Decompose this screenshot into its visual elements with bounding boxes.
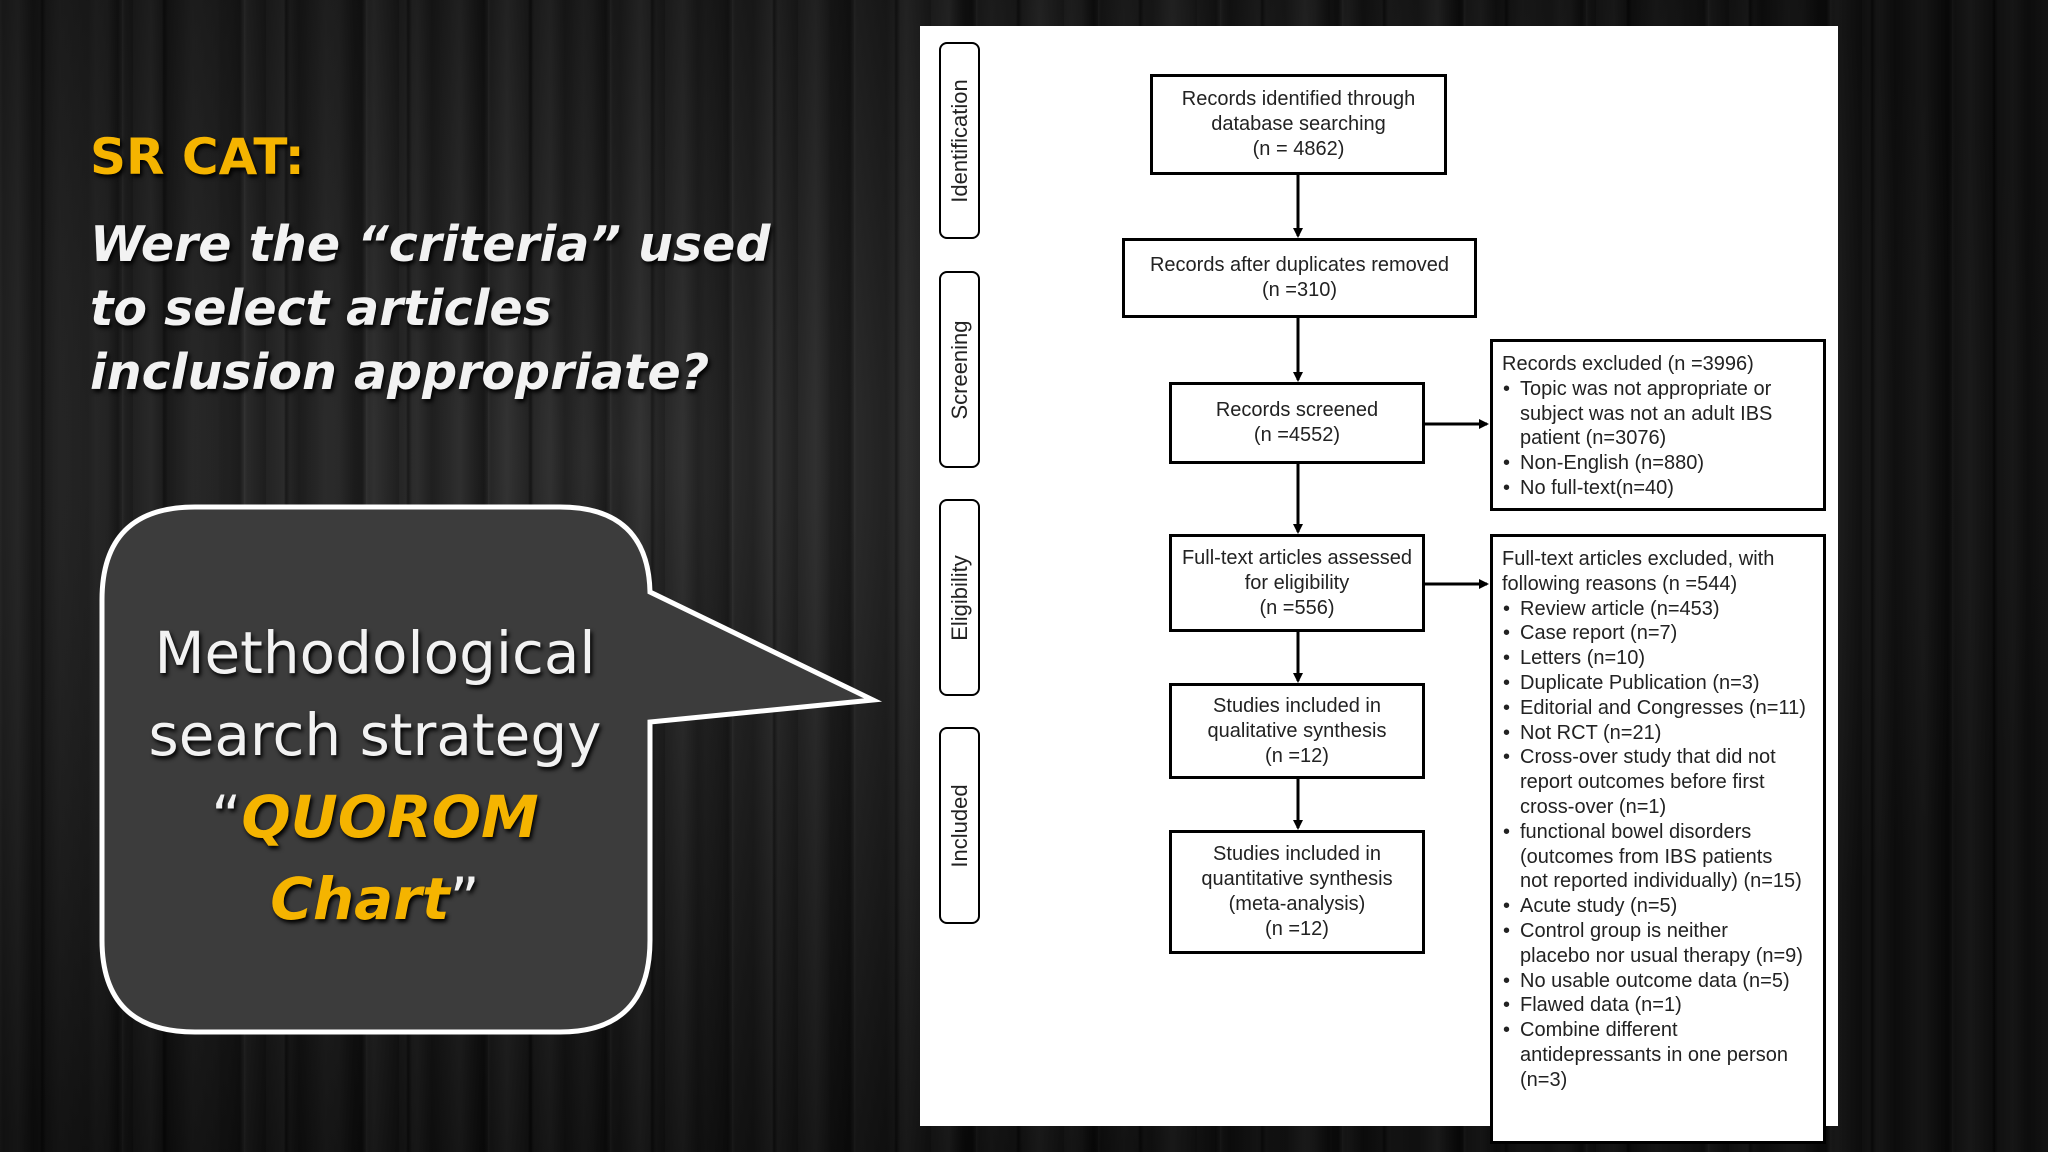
callout-close-quote: ” (449, 865, 480, 933)
callout-line-1: Methodological (154, 619, 596, 687)
box-quantitative-synthesis: Studies included in quantitative synthes… (1169, 830, 1425, 954)
box-line: qualitative synthesis (1207, 719, 1387, 742)
stage-label: Screening (946, 319, 972, 420)
box-records-identified: Records identified through database sear… (1150, 74, 1447, 175)
box-line: Studies included in (1213, 843, 1381, 865)
flowchart-arrows (1293, 174, 1489, 830)
excluded-records-list: Topic was not appropriate or subject was… (1502, 377, 1815, 501)
slide-question: Were the “criteria” used to select artic… (90, 216, 771, 401)
callout-highlight-2: Chart (270, 865, 450, 933)
list-item: No full-text(n=40) (1502, 476, 1815, 501)
callout-open-quote: “ (211, 783, 242, 851)
list-item: Letters (n=10) (1502, 646, 1815, 671)
box-line: (n =12) (1265, 918, 1329, 940)
box-line: quantitative synthesis (1201, 868, 1393, 890)
box-line: Studies included in (1213, 694, 1381, 717)
excluded-fulltext-list: Review article (n=453) Case report (n=7)… (1502, 597, 1815, 1093)
list-item: Flawed data (n=1) (1502, 993, 1815, 1018)
list-item: No usable outcome data (n=5) (1502, 969, 1815, 994)
box-line: (n =556) (1259, 596, 1335, 619)
box-after-duplicates: Records after duplicates removed (n =310… (1122, 238, 1477, 318)
fulltext-excluded-subtitle: following reasons (n =544) (1502, 572, 1738, 595)
stage-identification: Identification (939, 42, 980, 239)
list-item: Not RCT (n=21) (1502, 721, 1815, 746)
callout-shape (99, 504, 883, 1035)
fulltext-excluded-title: Full-text articles excluded, with (1502, 548, 1775, 570)
list-item: functional bowel disorders (outcomes fro… (1502, 820, 1815, 894)
list-item: Cross-over study that did not report out… (1502, 745, 1815, 819)
callout-line-2: search strategy (148, 701, 602, 769)
box-line: Full-text articles assessed (1181, 546, 1413, 569)
list-item: Case report (n=7) (1502, 621, 1815, 646)
box-line: Records identified through (1181, 88, 1416, 110)
box-line: (n =12) (1265, 744, 1329, 767)
list-item: Review article (n=453) (1502, 597, 1815, 622)
box-line: (meta-analysis) (1228, 893, 1366, 915)
box-line: database searching (1211, 113, 1386, 135)
callout-line-3: “QUOROM (110, 776, 640, 858)
callout-highlight-1: QUOROM (241, 783, 539, 851)
box-line: (n =310) (1261, 279, 1338, 301)
stage-screening: Screening (939, 271, 980, 468)
box-fulltext-assessed: Full-text articles assessed for eligibil… (1169, 534, 1425, 632)
box-line: for eligibility (1244, 571, 1350, 594)
box-fulltext-excluded: Full-text articles excluded, with follow… (1490, 534, 1826, 1144)
stage-included: Included (939, 727, 980, 924)
box-line: (n = 4862) (1252, 138, 1345, 160)
stage-label: Identification (946, 78, 972, 203)
excluded-title: Records excluded (n =3996) (1502, 353, 1754, 375)
list-item: Combine different antidepressants in one… (1502, 1018, 1815, 1092)
callout-text: Methodological search strategy “QUOROM C… (110, 612, 640, 940)
stage-label: Eligibility (946, 554, 972, 641)
list-item: Acute study (n=5) (1502, 894, 1815, 919)
list-item: Duplicate Publication (n=3) (1502, 671, 1815, 696)
list-item: Topic was not appropriate or subject was… (1502, 377, 1815, 451)
list-item: Control group is neither placebo nor usu… (1502, 919, 1815, 969)
list-item: Non-English (n=880) (1502, 451, 1815, 476)
box-line: (n =4552) (1253, 424, 1341, 446)
list-item: Editorial and Congresses (n=11) (1502, 696, 1815, 721)
flowchart-figure: Identification Screening Eligibility Inc… (920, 26, 1838, 1144)
box-line: Records screened (1215, 399, 1379, 421)
box-records-excluded: Records excluded (n =3996) Topic was not… (1490, 339, 1826, 511)
stage-label: Included (946, 783, 972, 868)
box-records-screened: Records screened (n =4552) (1169, 382, 1425, 464)
box-line: Records after duplicates removed (1149, 254, 1450, 276)
stage-eligibility: Eligibility (939, 499, 980, 696)
callout-line-4: Chart” (110, 858, 640, 940)
slide-heading: SR CAT: (90, 128, 305, 186)
box-qualitative-synthesis: Studies included in qualitative synthesi… (1169, 683, 1425, 779)
